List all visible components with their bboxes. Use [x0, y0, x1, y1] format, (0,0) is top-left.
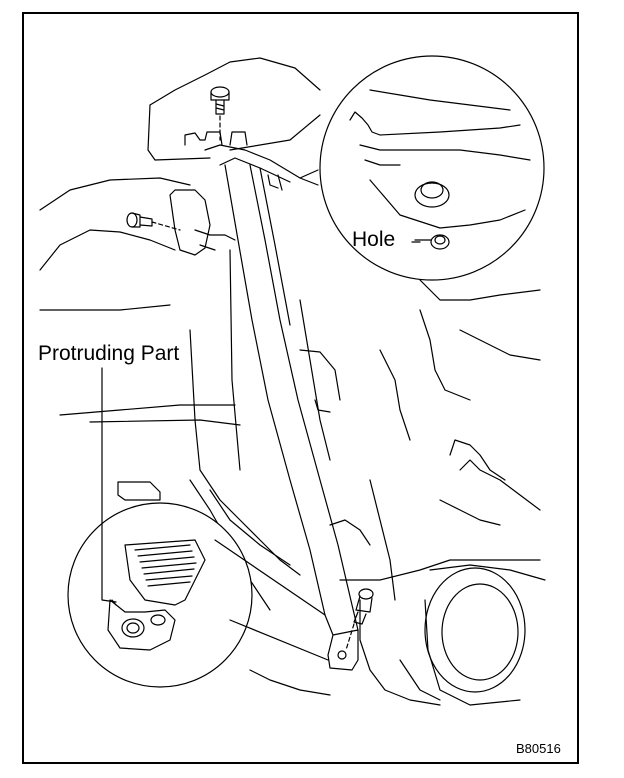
figure-code: B80516 [516, 741, 561, 756]
hole-label: Hole [352, 228, 396, 251]
top-detail-callout [229, 55, 545, 281]
lower-anchor [327, 629, 359, 671]
protruding-part-label: Protruding Part [38, 342, 180, 365]
upper-bracket [169, 131, 248, 256]
side-bolt-icon [126, 212, 181, 231]
body-panel-lines [39, 57, 541, 706]
seatbelt-strap [204, 144, 359, 636]
lower-detail-callout [67, 502, 329, 688]
speaker-shape [424, 564, 546, 706]
lower-bolt-icon [345, 588, 374, 651]
top-bolt-icon [210, 86, 230, 141]
protruding-part-leader-line [101, 367, 117, 603]
